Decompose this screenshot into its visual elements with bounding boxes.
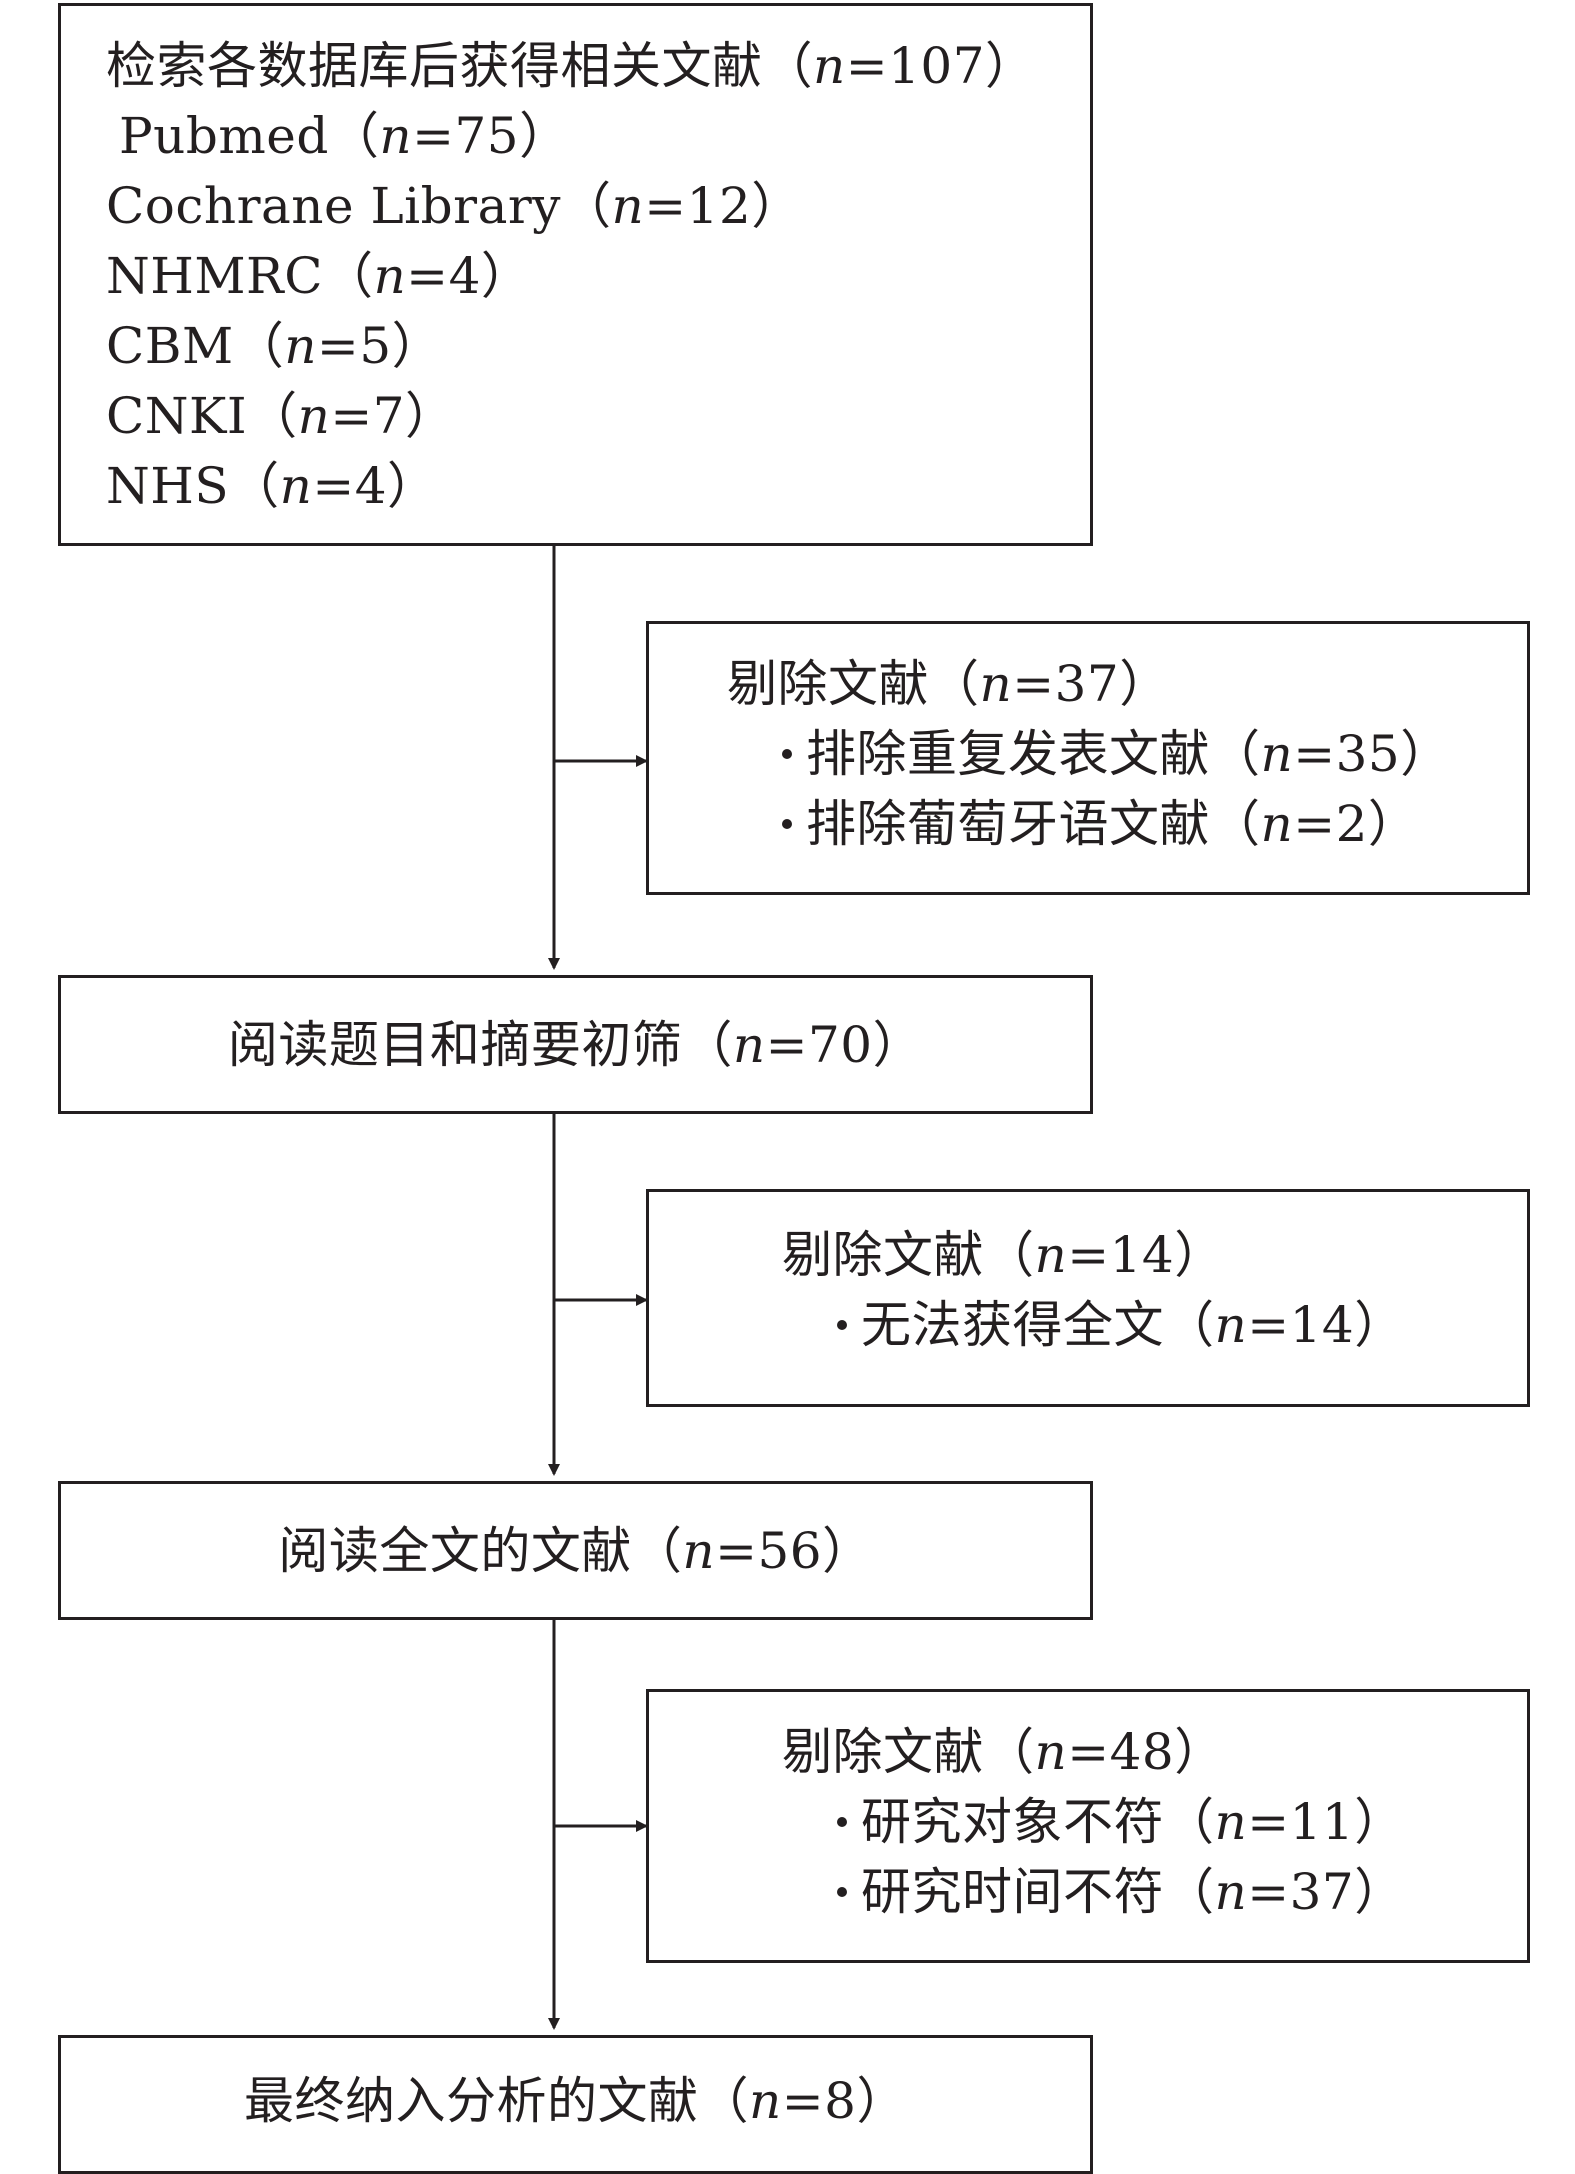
source-nhmrc: NHMRC（n=4） [106, 247, 532, 305]
identification-count: 107 [888, 37, 986, 95]
exclusion-3-reason-time: 研究时间不符（n=37） [837, 1857, 1405, 1927]
included-box: 最终纳入分析的文献（n=8） [58, 2035, 1093, 2174]
exclusion-box-1: 剔除文献（n=37） 排除重复发表文献（n=35） 排除葡萄牙语文献（n=2） [646, 621, 1530, 895]
exclusion-1-reason-duplicate: 排除重复发表文献（n=35） [782, 719, 1451, 789]
identification-title: 检索各数据库后获得相关文献 [106, 37, 763, 95]
exclusion-2-reason-no-fulltext: 无法获得全文（n=14） [837, 1290, 1405, 1360]
source-pubmed: Pubmed（n=75） [119, 107, 570, 165]
exclusion-3-reason-subject: 研究对象不符（n=11） [837, 1787, 1405, 1857]
fulltext-box: 阅读全文的文献（n=56） [58, 1481, 1093, 1620]
exclusion-box-3: 剔除文献（n=48） 研究对象不符（n=11） 研究时间不符（n=37） [646, 1689, 1530, 1963]
exclusion-2-title-line: 剔除文献（n=14） [782, 1226, 1225, 1284]
exclusion-1-title-line: 剔除文献（n=37） [727, 655, 1170, 713]
included-text: 最终纳入分析的文献（n=8） [244, 2072, 907, 2130]
bullet-icon [837, 1320, 847, 1330]
source-nhs: NHS（n=4） [106, 457, 438, 515]
exclusion-3-title-line: 剔除文献（n=48） [782, 1723, 1225, 1781]
identification-box: 检索各数据库后获得相关文献（n=107） Pubmed（n=75） Cochra… [58, 3, 1093, 546]
bullet-icon [837, 1887, 847, 1897]
bullet-icon [837, 1817, 847, 1827]
bullet-icon [782, 819, 792, 829]
exclusion-1-reason-portuguese: 排除葡萄牙语文献（n=2） [782, 789, 1418, 859]
fulltext-text: 阅读全文的文献（n=56） [278, 1522, 873, 1580]
source-cochrane: Cochrane Library（n=12） [106, 177, 802, 235]
source-cnki: CNKI（n=7） [106, 387, 456, 445]
exclusion-box-2: 剔除文献（n=14） 无法获得全文（n=14） [646, 1189, 1530, 1407]
source-cbm: CBM（n=5） [106, 317, 443, 375]
bullet-icon [782, 749, 792, 759]
screening-box: 阅读题目和摘要初筛（n=70） [58, 975, 1093, 1114]
screening-text: 阅读题目和摘要初筛（n=70） [227, 1016, 924, 1074]
identification-title-line: 检索各数据库后获得相关文献（n=107） [106, 37, 1036, 95]
